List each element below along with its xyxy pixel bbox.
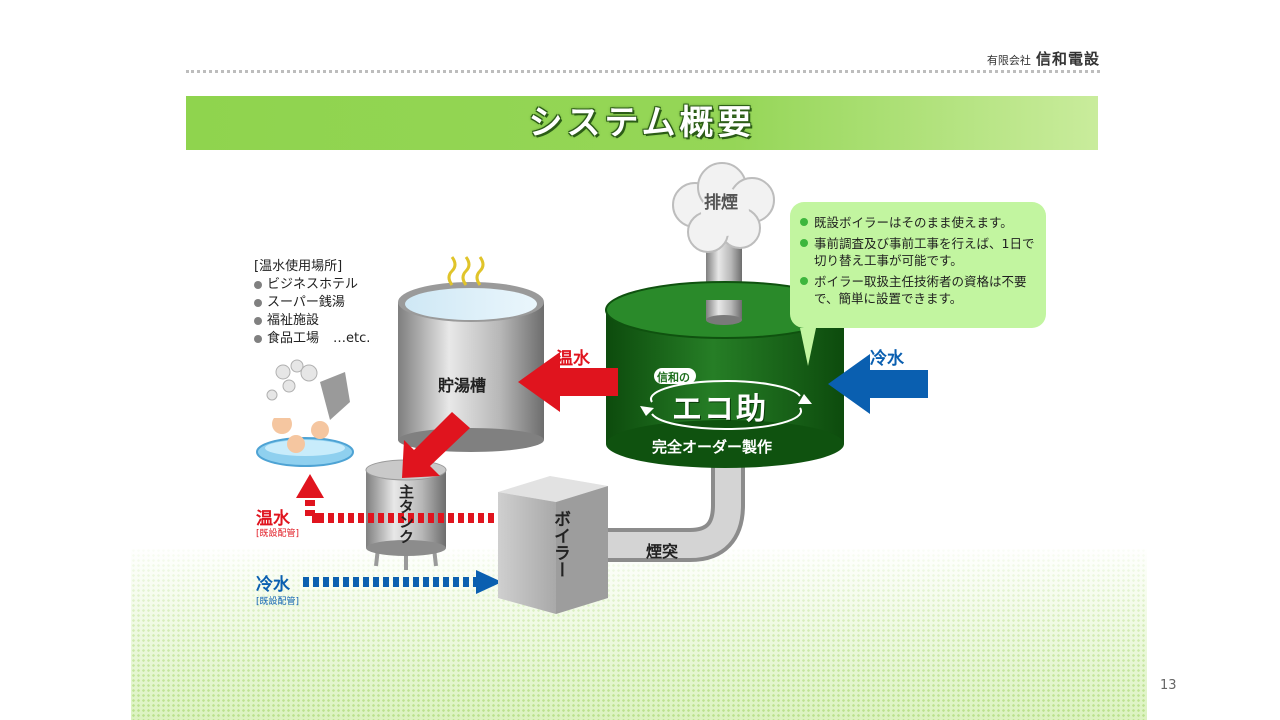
hot-water-arrow <box>518 352 618 412</box>
storage-tank <box>398 256 544 452</box>
hot-water-down-arrow <box>402 412 470 478</box>
hot-water-pipe-up <box>305 494 318 523</box>
usage-item-label: 食品工場 <box>267 331 320 346</box>
callout-item: 事前調査及び事前工事を行えば、1日で切り替え工事が可能です。 <box>800 235 1040 269</box>
exhaust-cloud <box>672 162 775 253</box>
company-prefix: 有限会社 <box>986 54 1031 67</box>
callout-item: ボイラー取扱主任技術者の資格は不要で、簡単に設置できます。 <box>800 273 1040 307</box>
hot-water-label: 温水 <box>556 349 590 369</box>
cold-water-label: 冷水 <box>870 349 904 369</box>
callout-bubble <box>790 202 1046 366</box>
existing-hot-pipe-note: [既設配管] <box>256 529 300 539</box>
callout-text: 既設ボイラーはそのまま使えます。 事前調査及び事前工事を行えば、1日で切り替え工… <box>800 214 1040 311</box>
exhaust-label: 排煙 <box>704 193 738 213</box>
main-tank <box>365 459 447 570</box>
usage-item: 食品工場 …etc. <box>254 330 370 348</box>
company-name: 有限会社 信和電設 <box>960 48 1100 69</box>
main-tank-label: 主タンク <box>397 484 415 544</box>
chimney-pipe <box>608 440 741 558</box>
usage-heading: [温水使用場所] <box>254 259 343 274</box>
page-number: 13 <box>1160 678 1177 693</box>
brand-prefix-label: 信和の <box>657 371 690 384</box>
storage-tank-label: 貯湯槽 <box>438 376 487 395</box>
background-dot-pattern <box>131 548 1147 720</box>
usage-item: スーパー銭湯 <box>254 294 370 312</box>
brand-logo: エコ助 <box>672 392 768 427</box>
cold-water-arrow <box>828 354 928 414</box>
cold-water-arrowhead <box>476 570 502 594</box>
company-main-name: 信和電設 <box>1035 50 1100 68</box>
eco-suke-tank <box>605 281 845 468</box>
usage-list: [温水使用場所] ビジネスホテル スーパー銭湯 福祉施設 食品工場 …etc. <box>254 258 370 348</box>
callout-item: 既設ボイラーはそのまま使えます。 <box>800 214 1040 231</box>
existing-cold-water-label: 冷水 <box>256 575 290 595</box>
hot-water-up-arrowhead <box>296 474 324 498</box>
usage-item: 福祉施設 <box>254 312 370 330</box>
brand-subtitle: 完全オーダー製作 <box>652 438 773 456</box>
chimney-label: 煙突 <box>646 542 679 561</box>
hot-spring-illustration <box>256 359 354 467</box>
page-title: システム概要 <box>528 103 756 143</box>
header-dotted-divider <box>186 70 1100 73</box>
boiler-label: ボイラー <box>550 510 570 578</box>
usage-etc: …etc. <box>333 331 371 346</box>
boiler <box>498 476 608 614</box>
existing-hot-water-label: 温水 <box>256 509 290 529</box>
usage-item: ビジネスホテル <box>254 276 370 294</box>
existing-cold-pipe-note: [既設配管] <box>256 597 300 607</box>
title-band <box>186 96 1098 150</box>
